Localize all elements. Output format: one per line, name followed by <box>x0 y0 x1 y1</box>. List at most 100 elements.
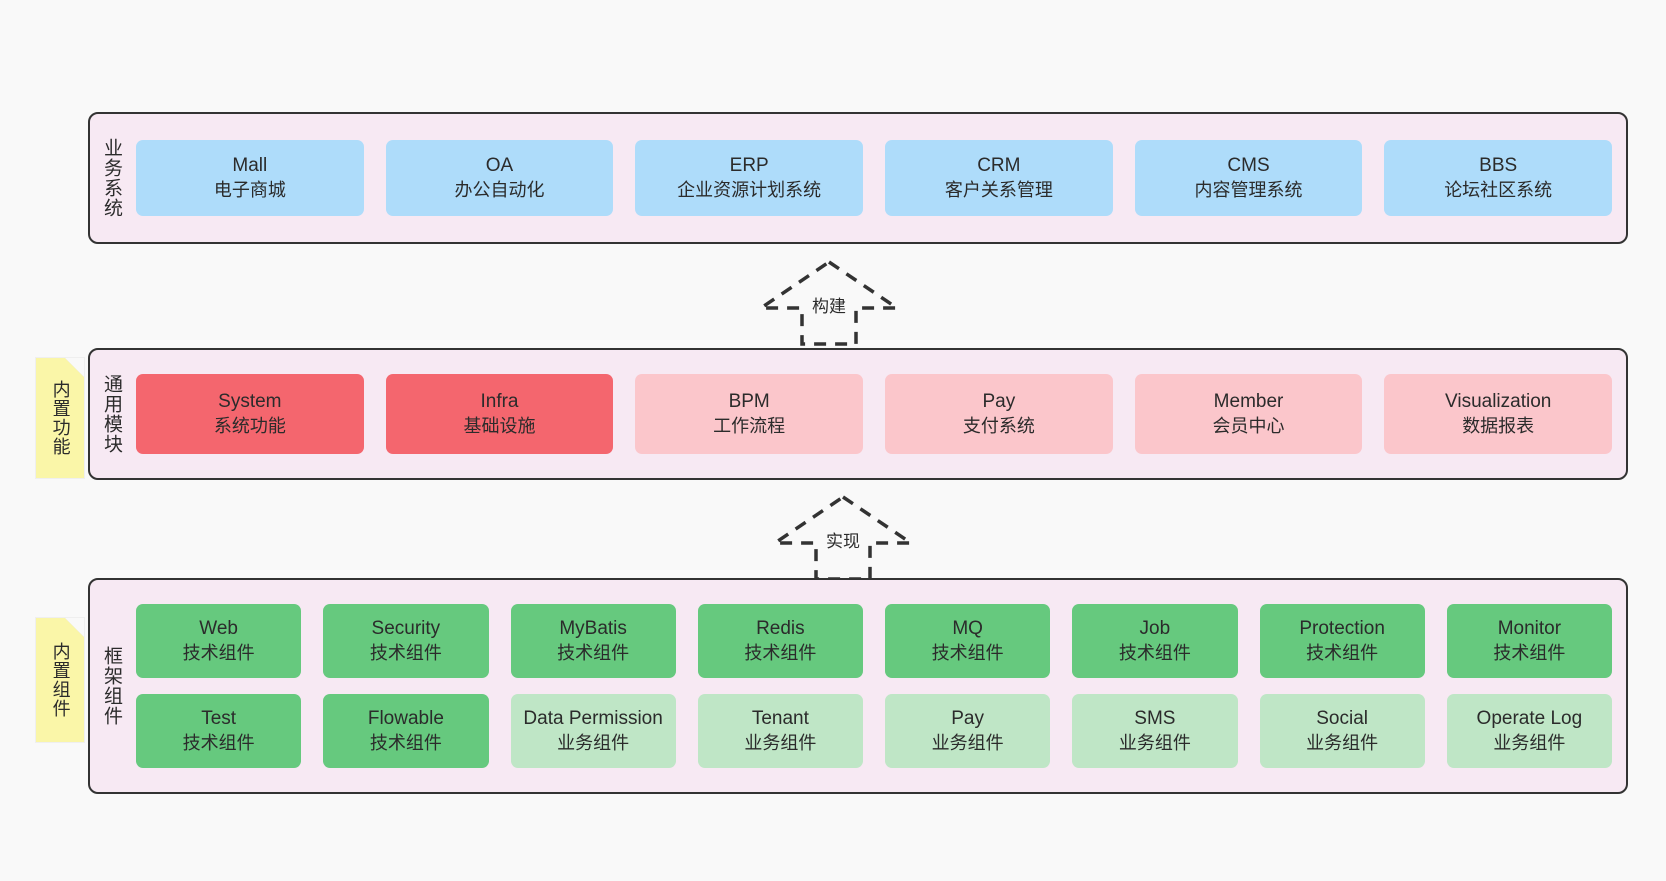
card-title: Redis <box>756 618 805 640</box>
card-title: Web <box>199 618 238 640</box>
card-title: MyBatis <box>559 618 627 640</box>
card-subtitle: 业务组件 <box>931 732 1004 753</box>
card-subtitle: 技术组件 <box>369 732 442 753</box>
card-subtitle: 业务组件 <box>1118 732 1191 753</box>
sticky-note-builtin-features: 内置功能 <box>36 358 84 478</box>
card-subtitle: 工作流程 <box>713 415 786 436</box>
connector-implement-label: 实现 <box>826 532 860 551</box>
card-title: Data Permission <box>523 708 663 730</box>
section-label-framework-components: 框架组件 <box>101 646 123 726</box>
card-subtitle: 业务组件 <box>744 732 817 753</box>
card-title: Pay <box>982 391 1016 413</box>
card-subtitle: 技术组件 <box>931 642 1004 663</box>
card-subtitle: 技术组件 <box>182 732 255 753</box>
card-subtitle: 技术组件 <box>369 642 442 663</box>
card-title: Mall <box>232 155 268 177</box>
card-subtitle: 技术组件 <box>1493 642 1566 663</box>
card-subtitle: 业务组件 <box>1493 732 1566 753</box>
card-title: Operate Log <box>1476 708 1583 730</box>
connector-build-label: 构建 <box>812 297 846 316</box>
card-subtitle: 内容管理系统 <box>1194 179 1303 200</box>
card-subtitle: 论坛社区系统 <box>1444 179 1553 200</box>
card-subtitle: 技术组件 <box>1118 642 1191 663</box>
section-label-common-modules: 通用模块 <box>101 374 123 454</box>
card-title: CMS <box>1227 155 1270 177</box>
card-title: SMS <box>1134 708 1176 730</box>
card-subtitle: 技术组件 <box>744 642 817 663</box>
generalization-arrow-icon <box>756 259 902 346</box>
card-title: Tenant <box>751 708 809 730</box>
card-title: Test <box>201 708 237 730</box>
connector-build: 构建 <box>756 258 902 346</box>
card-subtitle: 客户关系管理 <box>944 179 1053 200</box>
generalization-arrow-icon <box>770 494 916 581</box>
card-title: Monitor <box>1497 618 1562 640</box>
card-subtitle: 电子商城 <box>213 179 286 200</box>
card-subtitle: 系统功能 <box>213 415 286 436</box>
card-subtitle: 支付系统 <box>962 415 1035 436</box>
card-title: Flowable <box>367 708 444 730</box>
card-subtitle: 技术组件 <box>1306 642 1379 663</box>
card-title: Pay <box>951 708 984 730</box>
card-title: Job <box>1139 618 1171 640</box>
card-title: Visualization <box>1445 391 1552 413</box>
card-subtitle: 办公自动化 <box>454 179 545 200</box>
card-subtitle: 企业资源计划系统 <box>677 179 822 200</box>
card-subtitle: 技术组件 <box>182 642 255 663</box>
card-title: BPM <box>728 391 770 413</box>
card-title: Social <box>1316 708 1368 730</box>
card-subtitle: 会员中心 <box>1212 415 1285 436</box>
connector-implement: 实现 <box>770 493 916 581</box>
card-subtitle: 业务组件 <box>557 732 630 753</box>
section-label-business-systems: 业务系统 <box>101 138 123 218</box>
card-title: CRM <box>977 155 1021 177</box>
card-subtitle: 业务组件 <box>1306 732 1379 753</box>
card-title: BBS <box>1479 155 1518 177</box>
card-subtitle: 基础设施 <box>463 415 536 436</box>
sticky-note-builtin-features-label: 内置功能 <box>50 380 71 456</box>
card-title: Security <box>371 618 441 640</box>
card-title: System <box>218 391 282 413</box>
card-title: ERP <box>729 155 769 177</box>
sticky-fold-cover <box>65 618 84 637</box>
